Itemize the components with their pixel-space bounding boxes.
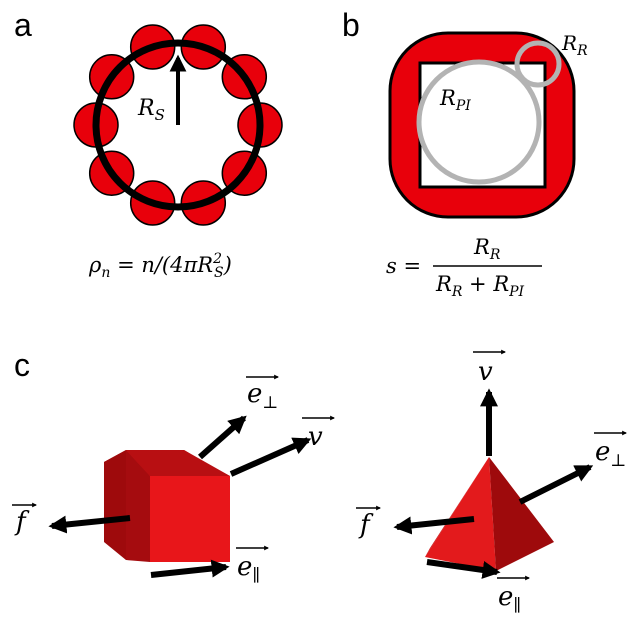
vec-e-perp-text: e⊥ [247, 379, 278, 413]
cube-velocity-arrow [229, 437, 312, 477]
cube-parallel-arrow [150, 559, 230, 578]
formula-lhs: s = [386, 254, 421, 278]
pyramid-front-face [425, 457, 496, 571]
pyramid-edge [425, 457, 489, 557]
formula-numerator: RR [473, 235, 501, 263]
sphere-ring [92, 39, 264, 211]
pyramid-right-face [489, 457, 554, 571]
particle-ring [73, 24, 283, 226]
pyramid-e-perp-label: e⊥ [594, 430, 627, 471]
panel-c-label: c [14, 347, 30, 383]
panel-c: c f e⊥ v e∥ [12, 347, 627, 616]
vec-pe-perp-text: e⊥ [595, 437, 626, 471]
panel-b: b RR RPI s = RR RR + RPI [342, 7, 588, 300]
rounding-circle [514, 40, 562, 88]
cube-force-arrow [48, 515, 131, 534]
vec-pe-par-text: e∥ [498, 582, 521, 616]
cube-left-face [104, 450, 126, 560]
cube-v-label: v [302, 415, 335, 452]
formula-denominator: RR + RPI [435, 272, 525, 300]
inscribed-radius-label: RPI [439, 86, 471, 114]
cube-particle [104, 450, 230, 562]
cube-f-label: f [12, 502, 37, 537]
vec-v-text: v [308, 422, 323, 452]
vec-pv-text: v [478, 357, 493, 387]
vec-e-par-text: e∥ [237, 552, 260, 586]
cube-e-perp-label: e⊥ [246, 374, 279, 413]
cube-front-light [150, 476, 230, 562]
pyramid-perp-arrow [518, 464, 594, 505]
pyramid-parallel-arrow [426, 559, 501, 579]
cube-e-par-label: e∥ [236, 545, 269, 586]
cube-perp-arrow [198, 415, 247, 460]
vec-pf-text: f [358, 510, 374, 540]
panel-a-label: a [14, 7, 32, 43]
pyramid-f-label: f [356, 505, 381, 540]
vec-f-text: f [14, 507, 30, 537]
panel-b-label: b [342, 7, 360, 43]
pyramid-particle [425, 457, 554, 571]
cube-top-shade [126, 450, 230, 476]
pyramid-e-par-label: e∥ [497, 575, 530, 616]
radius-rs-label: RS [137, 96, 165, 124]
cube-edge-shade [126, 450, 150, 562]
pyramid-force-arrow [393, 516, 475, 535]
shape-parameter-formula: s = RR RR + RPI [386, 235, 542, 300]
rounding-radius-label: RR [561, 31, 588, 59]
pyramid-v-label: v [473, 349, 506, 387]
inscribed-circle [416, 59, 542, 185]
